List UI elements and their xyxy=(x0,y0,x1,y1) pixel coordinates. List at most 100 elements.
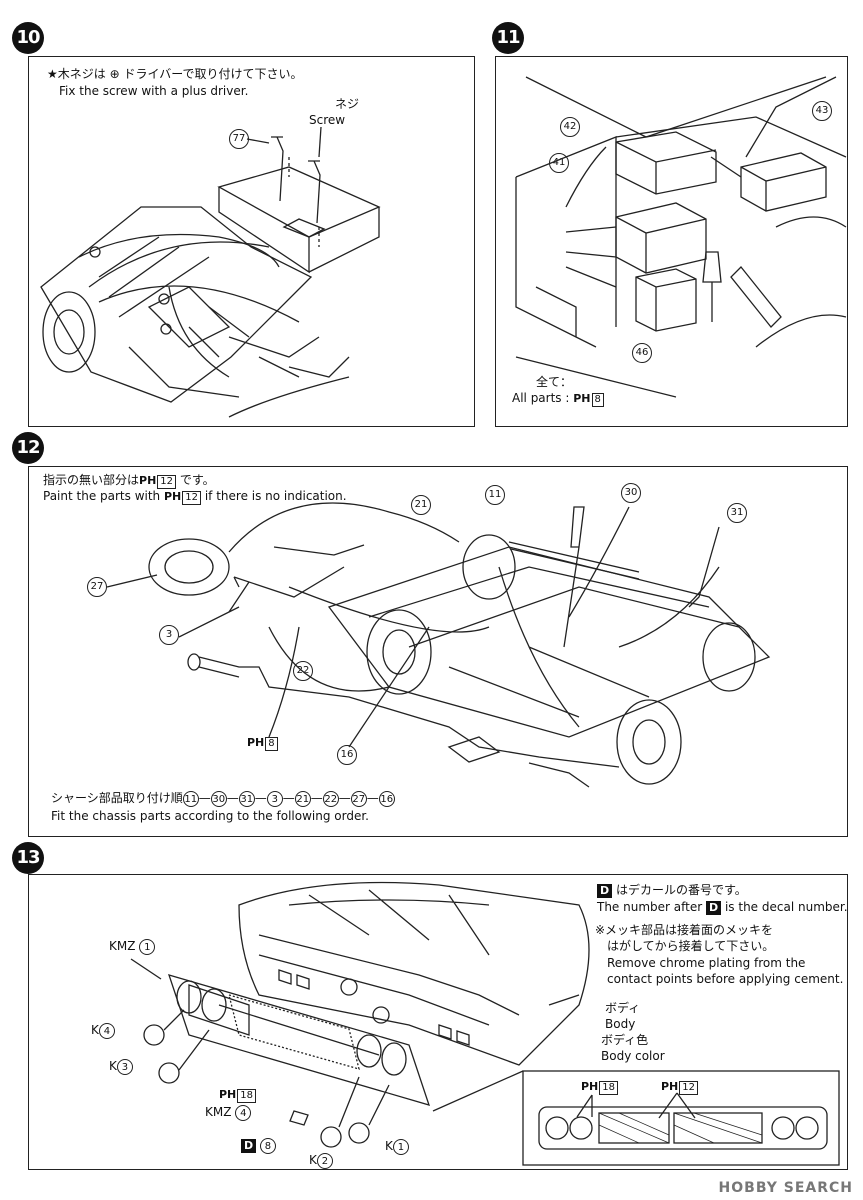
body-label-en: Body xyxy=(605,1017,636,1031)
note-jp-post: です。 xyxy=(179,473,215,487)
step-10-drawing xyxy=(40,126,381,418)
decal-d-box: D xyxy=(597,884,613,898)
paint-code-number: 8 xyxy=(591,393,604,407)
order-item: 21 xyxy=(294,791,311,807)
step-10-panel: ★木ネジは ⊕ ドライバーで取り付けて下さい。 Fix the screw wi… xyxy=(28,56,475,427)
label-d8: D 8 xyxy=(241,1138,276,1154)
step-10-instruction-jp: ★木ネジは ⊕ ドライバーで取り付けて下さい。 xyxy=(47,67,303,81)
paint-code-label: PH xyxy=(573,392,591,405)
step-12-drawing xyxy=(106,502,771,788)
label-num: 4 xyxy=(235,1105,252,1121)
paint-code-label: PH xyxy=(247,736,265,749)
paint-code-label: PH xyxy=(661,1080,679,1093)
order-item: 27 xyxy=(350,791,367,807)
step-11-drawing xyxy=(515,76,847,398)
step-10-number: 10 xyxy=(12,22,44,54)
screw-label-jp: ネジ xyxy=(335,97,360,111)
decal-d-box: D xyxy=(241,1139,257,1153)
paint-code-label: PH xyxy=(581,1080,599,1093)
screw-label-en: Screw xyxy=(309,113,346,127)
step-10-instruction-en: Fix the screw with a plus driver. xyxy=(59,84,249,98)
paint-code-label: PH xyxy=(139,474,157,487)
order-item: 31 xyxy=(238,791,255,807)
step-13-panel: D はデカールの番号です。 The number after D is the … xyxy=(28,874,848,1170)
step-12-number: 12 xyxy=(12,432,44,464)
chrome-note-en1: Remove chrome plating from the xyxy=(607,956,806,970)
chrome-note-en2: contact points before applying cement. xyxy=(607,972,844,986)
paint-code-number: 12 xyxy=(679,1081,699,1095)
label-text: K xyxy=(109,1059,117,1073)
label-num: 8 xyxy=(259,1138,276,1154)
paint-code-label: PH xyxy=(219,1088,237,1101)
order-item: 22 xyxy=(322,791,339,807)
paint-code-number: 8 xyxy=(265,737,278,751)
watermark: HOBBY SEARCH xyxy=(718,1180,853,1196)
part-31-callout: 31 xyxy=(727,503,747,523)
part-43-callout: 43 xyxy=(812,101,832,121)
decal-d-box: D xyxy=(706,901,722,915)
note-jp-pre: 指示の無い部分は xyxy=(43,473,140,487)
order-item: 3 xyxy=(266,791,283,807)
body-color-jp: ボディ色 xyxy=(601,1033,649,1047)
body-color-en: Body color xyxy=(601,1049,665,1063)
all-parts-jp: 全て： xyxy=(536,375,573,389)
label-kmz4: KMZ 4 xyxy=(205,1105,252,1121)
chrome-note-jp2: はがしてから接着して下さい。 xyxy=(607,939,775,953)
part-16-callout: 16 xyxy=(337,745,357,765)
label-text: K xyxy=(91,1023,99,1037)
step-13-drawing xyxy=(130,881,840,1166)
note-en-post: if there is no indication. xyxy=(204,489,347,503)
label-text: KMZ xyxy=(109,939,136,953)
step-13-number: 13 xyxy=(12,842,44,874)
part-11-callout: 11 xyxy=(485,485,505,505)
label-num: 1 xyxy=(392,1139,409,1155)
label-kmz1: KMZ 1 xyxy=(109,939,156,955)
order-item: 30 xyxy=(210,791,227,807)
body-label-jp: ボディ xyxy=(605,1001,641,1015)
paint-code-number: 12 xyxy=(182,491,201,505)
decal-en-pre: The number after xyxy=(597,900,703,914)
label-num: 4 xyxy=(98,1023,115,1039)
decal-note-en: The number after D is the decal number. xyxy=(597,900,848,915)
order-item: 16 xyxy=(378,791,395,807)
part-30-callout: 30 xyxy=(621,483,641,503)
note-en-pre: Paint the parts with xyxy=(43,489,161,503)
part-3-callout: 3 xyxy=(159,625,179,645)
label-text: K xyxy=(385,1139,393,1153)
chassis-order-en: Fit the chassis parts according to the f… xyxy=(51,809,369,823)
decal-jp-text: はデカールの番号です。 xyxy=(615,883,747,897)
label-text: K xyxy=(309,1153,317,1167)
decal-note-jp: D はデカールの番号です。 xyxy=(597,883,747,898)
all-parts-label: All parts : xyxy=(512,391,570,405)
order-item: 11 xyxy=(182,791,199,807)
label-num: 1 xyxy=(139,939,156,955)
label-num: 2 xyxy=(316,1153,333,1169)
label-text: KMZ xyxy=(205,1105,232,1119)
chrome-note-jp1: ※メッキ部品は接着面のメッキを xyxy=(595,923,774,937)
paint-code-number: 18 xyxy=(599,1081,619,1095)
order-jp-label: シャーシ部品取り付け順 xyxy=(51,791,183,805)
decal-en-post: is the decal number. xyxy=(724,900,848,914)
paint-code-number: 12 xyxy=(157,475,177,489)
paint-code-number: 18 xyxy=(237,1089,257,1103)
step-11-number: 11 xyxy=(492,22,524,54)
label-num: 3 xyxy=(116,1059,133,1075)
part-42-callout: 42 xyxy=(560,117,580,137)
part-27-callout: 27 xyxy=(87,577,107,597)
part-21-callout: 21 xyxy=(411,495,431,515)
part-46-callout: 46 xyxy=(632,343,652,363)
